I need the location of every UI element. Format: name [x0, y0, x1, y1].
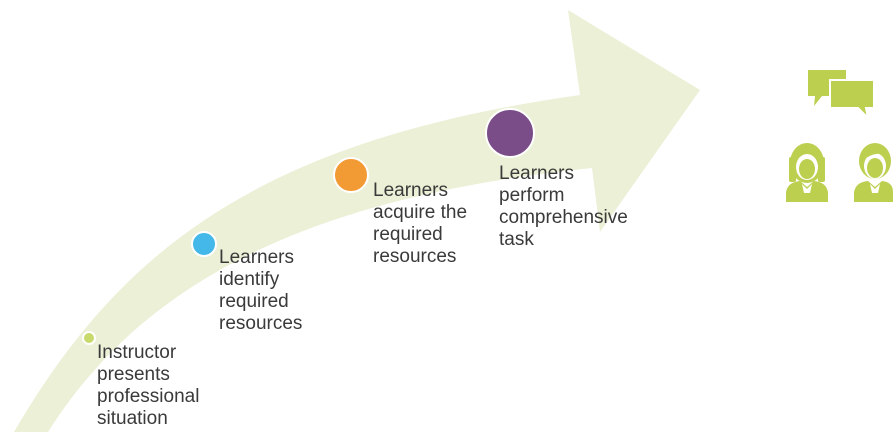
step-3-line-1: Learners [373, 180, 448, 201]
step-3-line-3: required [373, 224, 443, 245]
step-1-line-2: presents [97, 364, 170, 385]
female-learner-icon [786, 143, 828, 202]
step-4-label: Learners perform comprehensive task [499, 163, 628, 251]
step-4-line-1: Learners [499, 163, 574, 184]
step-3-line-4: resources [373, 246, 457, 267]
step-1-label: Instructor presents professional situati… [97, 342, 199, 430]
step-1-line-4: situation [97, 408, 168, 429]
step-2-line-2: identify [219, 269, 280, 290]
step-1-marker [82, 331, 96, 345]
step-1-line-1: Instructor [97, 342, 177, 363]
step-4-line-3: comprehensive [499, 207, 628, 228]
step-3-label: Learners acquire the required resources [373, 180, 467, 268]
step-2-line-4: resources [219, 313, 303, 334]
step-2-label: Learners identify required resources [219, 247, 302, 335]
male-learner-icon [854, 143, 893, 202]
step-2-line-3: required [219, 291, 289, 312]
step-2-line-1: Learners [219, 247, 294, 268]
speech-bubbles-icon [808, 70, 875, 122]
step-4-line-2: perform [499, 185, 565, 206]
step-4-marker [485, 108, 535, 158]
step-3-line-2: acquire the [373, 202, 468, 223]
step-2-marker [191, 231, 217, 257]
step-1-line-3: professional [97, 386, 200, 407]
step-3-marker [333, 157, 369, 193]
step-4-line-4: task [499, 229, 534, 250]
progression-arrow [14, 10, 700, 432]
